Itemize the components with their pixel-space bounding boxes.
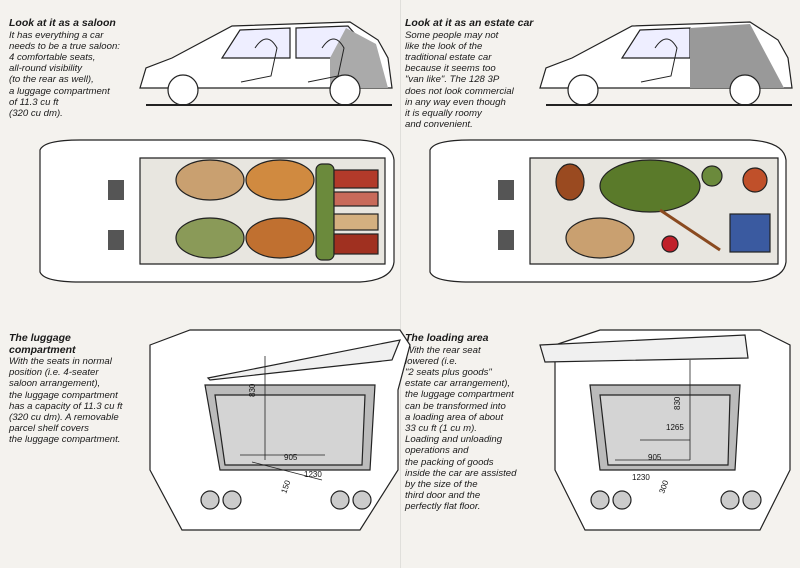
loading-line: inside the car are assisted	[405, 467, 517, 479]
loading-line: With the rear seat	[405, 344, 481, 356]
loading-line: can be transformed into	[405, 400, 506, 412]
dim-estate-depth: 300	[657, 479, 670, 495]
saloon-line: It has everything a car	[9, 29, 104, 41]
saloon-boot-view	[149, 329, 411, 531]
estate-heading: Look at it as an estate car	[405, 17, 534, 29]
saloon-line: (320 cu dm).	[9, 107, 63, 119]
loading-line: estate car arrangement),	[405, 378, 511, 390]
loading-line: Loading and unloading	[405, 434, 503, 446]
saloon-line: needs to be a true saloon:	[9, 40, 120, 52]
luggage-line: position (i.e. 4-seater	[9, 367, 99, 379]
saloon-heading: Look at it as a saloon	[9, 17, 116, 29]
estate-text-block: Look at it as an estate car Some people …	[405, 17, 534, 131]
dim-estate-height: 830	[673, 396, 682, 410]
luggage-heading: compartment	[9, 343, 76, 356]
estate-line: like the look of the	[405, 40, 483, 52]
estate-line: because it seems too	[405, 63, 496, 75]
dim-saloon-length: 1230	[304, 470, 322, 479]
dim-estate-width: 905	[648, 453, 662, 462]
page-fold	[400, 0, 401, 568]
estate-top-view	[429, 139, 787, 283]
loading-line: operations and	[405, 445, 469, 457]
dim-estate-length: 1230	[632, 473, 650, 482]
luggage-line: saloon arrangement),	[9, 378, 101, 390]
loading-line: the packing of goods	[405, 456, 494, 468]
dim-saloon-depth: 150	[279, 479, 292, 495]
luggage-line: With the seats in normal	[9, 356, 112, 367]
dim-estate-length-long: 1265	[666, 423, 684, 432]
luggage-line: the luggage compartment	[9, 389, 118, 401]
saloon-top-view	[39, 139, 395, 283]
estate-line: does not look commercial	[405, 85, 514, 97]
saloon-line: (to the rear as well),	[9, 74, 94, 86]
loading-line: by the size of the	[405, 478, 478, 490]
estate-line: traditional estate car	[405, 51, 492, 63]
loading-heading: The loading area	[405, 332, 489, 344]
saloon-line: 4 comfortable seats,	[9, 51, 96, 63]
loading-line: a loading area of about	[405, 411, 504, 423]
saloon-line: of 11.3 cu ft	[9, 96, 59, 108]
luggage-heading: The luggage	[9, 332, 71, 344]
saloon-line: a luggage compartment	[9, 85, 110, 97]
loading-line: third door and the	[405, 490, 481, 502]
estate-line: in any way even though	[405, 96, 506, 108]
loading-line: perfectly flat floor.	[405, 501, 481, 513]
estate-line: Some people may not	[405, 29, 499, 41]
estate-line: it is equally roomy	[405, 107, 482, 119]
luggage-text-block: The luggage compartment With the seats i…	[9, 332, 123, 446]
loading-text-block: The loading area With the rear seat lowe…	[405, 332, 517, 513]
loading-line: 33 cu ft (1 cu m).	[405, 422, 477, 434]
luggage-line: (320 cu dm). A removable	[9, 412, 119, 424]
estate-line: "van like". The 128 3P	[405, 74, 500, 86]
estate-boot-view	[539, 329, 791, 531]
loading-line: lowered (i.e.	[405, 355, 458, 367]
luggage-line: has a capacity of 11.3 cu ft	[9, 400, 123, 412]
estate-side-view	[539, 21, 793, 106]
saloon-side-view	[139, 21, 393, 106]
loading-line: "2 seats plus goods"	[405, 366, 492, 378]
saloon-line: all-round visibility	[9, 63, 83, 75]
luggage-line: parcel shelf covers	[9, 423, 89, 435]
saloon-text-block: Look at it as a saloon It has everything…	[9, 17, 120, 119]
dim-saloon-width: 905	[284, 453, 298, 462]
luggage-line: the luggage compartment.	[9, 434, 121, 446]
estate-line: and convenient.	[405, 119, 473, 131]
loading-line: the luggage compartment	[405, 389, 514, 401]
dim-saloon-height: 830	[248, 383, 257, 397]
